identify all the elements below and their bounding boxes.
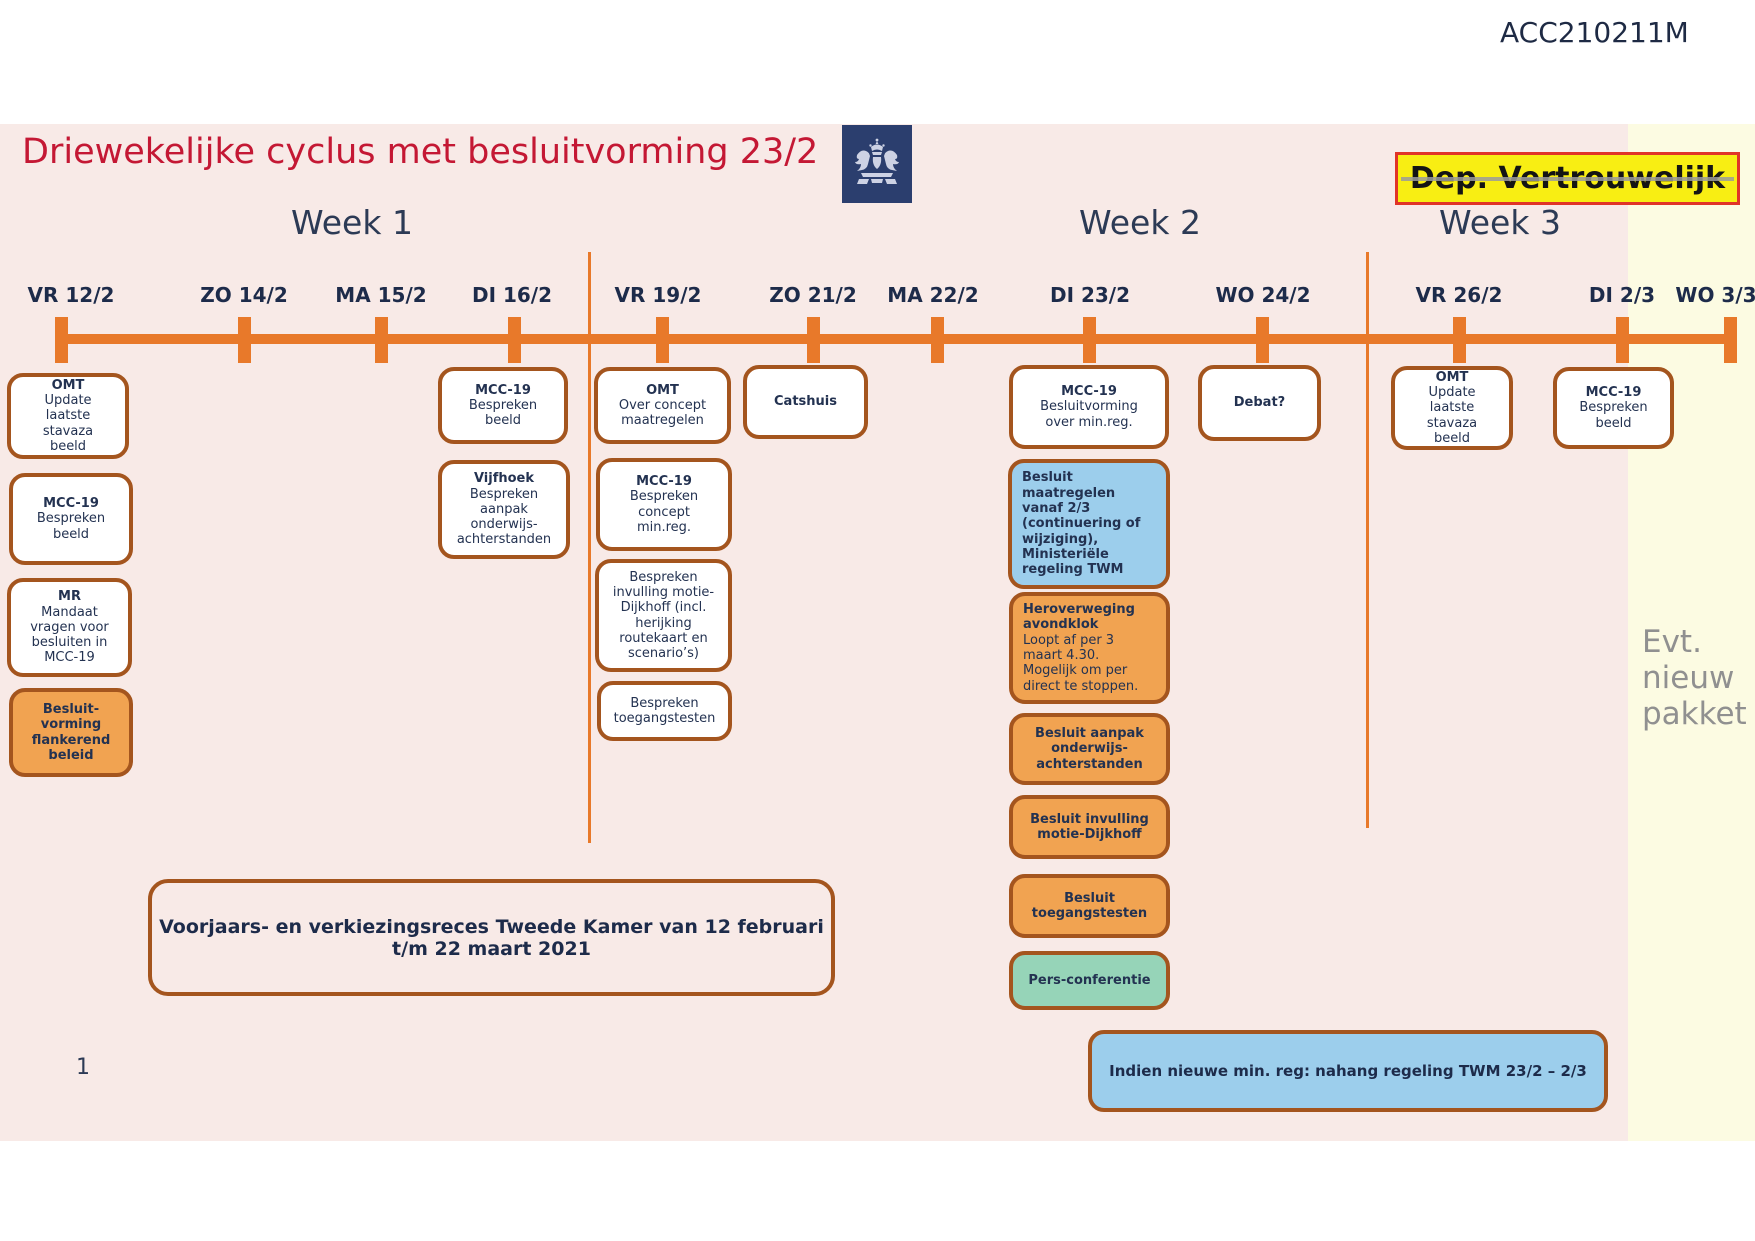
timeline-tick <box>1453 317 1466 363</box>
box-body: Bespreken toegangstesten <box>613 695 716 726</box>
event-box-mcc19-12-2: MCC-19 Bespreken beeld <box>9 473 133 565</box>
box-body: Loopt af per 3 maart 4.30. Mogelijk om p… <box>1023 632 1139 694</box>
timeline-tick <box>656 317 669 363</box>
box-body: Bespreken beeld <box>1579 400 1648 431</box>
box-title: MR <box>58 589 81 605</box>
page-number: 1 <box>76 1055 90 1080</box>
box-title: MCC-19 <box>1585 385 1642 400</box>
box-title: Vijfhoek <box>473 471 535 487</box>
box-title: Heroverweging avondklok <box>1023 602 1135 633</box>
decision-box-onderwijsachterstanden: Besluit aanpak onderwijs- achterstanden <box>1009 713 1170 785</box>
date-label: MA 22/2 <box>887 283 979 307</box>
timeline-tick <box>375 317 388 363</box>
date-label: VR 12/2 <box>27 283 115 307</box>
box-body: Bespreken beeld <box>36 511 106 542</box>
event-box-persconferentie: Pers-conferentie <box>1009 951 1170 1010</box>
event-box-catshuis-21-2: Catshuis <box>743 365 868 439</box>
coat-of-arms-icon <box>855 138 899 184</box>
timeline-tick <box>508 317 521 363</box>
box-body: Bespreken aanpak onderwijs- achterstande… <box>456 486 552 548</box>
week-3-label: Week 3 <box>1439 203 1561 242</box>
event-box-mcc19-23-2: MCC-19 Besluitvorming over min.reg. <box>1009 365 1169 449</box>
box-title: MCC-19 <box>636 473 692 489</box>
date-label: DI 16/2 <box>471 283 553 307</box>
week-divider <box>1366 252 1369 828</box>
event-box-omt-19-2: OMT Over concept maatregelen <box>594 367 731 444</box>
box-body: Besluit- vorming flankerend beleid <box>31 701 111 763</box>
box-title: OMT <box>1435 369 1469 385</box>
timeline-tick <box>238 317 251 363</box>
date-label: MA 15/2 <box>335 283 427 307</box>
box-body: Update laatste stavaza beeld <box>1426 385 1478 446</box>
document-code: ACC210211M <box>1500 16 1689 49</box>
timeline-bar <box>55 334 1731 344</box>
yellow-side-band <box>1628 124 1755 1141</box>
date-label: ZO 14/2 <box>200 283 288 307</box>
date-label: DI 2/3 <box>1588 283 1656 307</box>
week-divider <box>588 252 591 843</box>
timeline-tick <box>1083 317 1096 363</box>
box-body: Besluit aanpak onderwijs- achterstanden <box>1035 726 1144 772</box>
box-title: Catshuis <box>774 394 837 410</box>
timeline-tick <box>1256 317 1269 363</box>
event-box-mcc19-19-2: MCC-19 Bespreken concept min.reg. <box>596 458 732 551</box>
date-label: VR 26/2 <box>1415 283 1503 307</box>
reces-note-box: Voorjaars- en verkiezingsreces Tweede Ka… <box>148 879 835 996</box>
confidentiality-badge: Dep. Vertrouwelijk <box>1395 152 1740 205</box>
timeline-tick <box>807 317 820 363</box>
event-box-omt-12-2: OMT Update laatste stavaza beeld <box>7 373 129 459</box>
box-body: Mandaat vragen voor besluiten in MCC-19 <box>30 604 109 666</box>
decision-box-toegangstesten: Besluit toegangstesten <box>1009 874 1170 938</box>
timeline-tick <box>55 317 68 363</box>
timeline-tick <box>1724 317 1737 363</box>
decision-box-motie-dijkhoff: Besluit invulling motie-Dijkhoff <box>1009 795 1170 859</box>
box-body: Over concept maatregelen <box>618 397 707 429</box>
event-box-toegangstesten-19-2: Bespreken toegangstesten <box>597 681 732 741</box>
box-title: MCC-19 <box>43 496 99 511</box>
event-box-omt-26-2: OMT Update laatste stavaza beeld <box>1391 366 1513 450</box>
box-title: MCC-19 <box>475 382 531 398</box>
week-2-label: Week 2 <box>1079 203 1201 242</box>
event-box-motie-dijkhoff-19-2: Bespreken invulling motie- Dijkhoff (inc… <box>595 559 732 672</box>
event-box-debat-24-2: Debat? <box>1198 365 1321 441</box>
timeline-tick <box>931 317 944 363</box>
event-box-mcc19-2-3: MCC-19 Bespreken beeld <box>1553 367 1674 449</box>
pink-background <box>0 124 1755 1141</box>
decision-box-maatregelen-23-2: Besluit maatregelen vanaf 2/3 (continuer… <box>1008 459 1170 589</box>
rijksoverheid-logo <box>842 125 912 203</box>
event-box-mcc19-16-2: MCC-19 Bespreken beeld <box>438 367 568 444</box>
box-body: Bespreken concept min.reg. <box>629 489 699 535</box>
strikethrough-line <box>1401 176 1734 181</box>
week-1-label: Week 1 <box>291 203 413 242</box>
event-box-vijfhoek-16-2: Vijfhoek Bespreken aanpak onderwijs- ach… <box>438 460 570 559</box>
box-body: Besluitvorming over min.reg. <box>1040 399 1138 430</box>
timeline-tick <box>1616 317 1629 363</box>
date-label: WO 3/3 <box>1675 283 1755 307</box>
box-body: Bespreken beeld <box>468 397 538 429</box>
box-title: OMT <box>51 377 85 393</box>
box-title: Debat? <box>1233 395 1286 411</box>
box-title: OMT <box>646 382 679 398</box>
page-title: Driewekelijke cyclus met besluitvorming … <box>22 132 819 172</box>
box-body: Besluit toegangstesten <box>1031 890 1148 921</box>
event-box-mr-12-2: MR Mandaat vragen voor besluiten in MCC-… <box>7 578 132 677</box>
box-body: Bespreken invulling motie- Dijkhoff (inc… <box>612 569 715 662</box>
evt-nieuw-pakket-note: Evt. nieuw pakket <box>1642 624 1747 732</box>
date-label: WO 24/2 <box>1215 283 1311 307</box>
decision-box-heroverweging-avondklok: Heroverweging avondklok Loopt af per 3 m… <box>1009 592 1170 704</box>
box-body: Besluit invulling motie-Dijkhoff <box>1030 811 1149 842</box>
event-box-besluitvorming-flankerend: Besluit- vorming flankerend beleid <box>9 688 133 777</box>
box-body: Besluit maatregelen vanaf 2/3 (continuer… <box>1022 470 1141 578</box>
box-body: Pers-conferentie <box>1028 972 1151 988</box>
date-label: ZO 21/2 <box>769 283 857 307</box>
nahang-note-box: Indien nieuwe min. reg: nahang regeling … <box>1088 1030 1608 1112</box>
box-title: MCC-19 <box>1061 384 1117 399</box>
date-label: DI 23/2 <box>1049 283 1131 307</box>
date-label: VR 19/2 <box>614 283 702 307</box>
box-body: Update laatste stavaza beeld <box>42 393 94 454</box>
